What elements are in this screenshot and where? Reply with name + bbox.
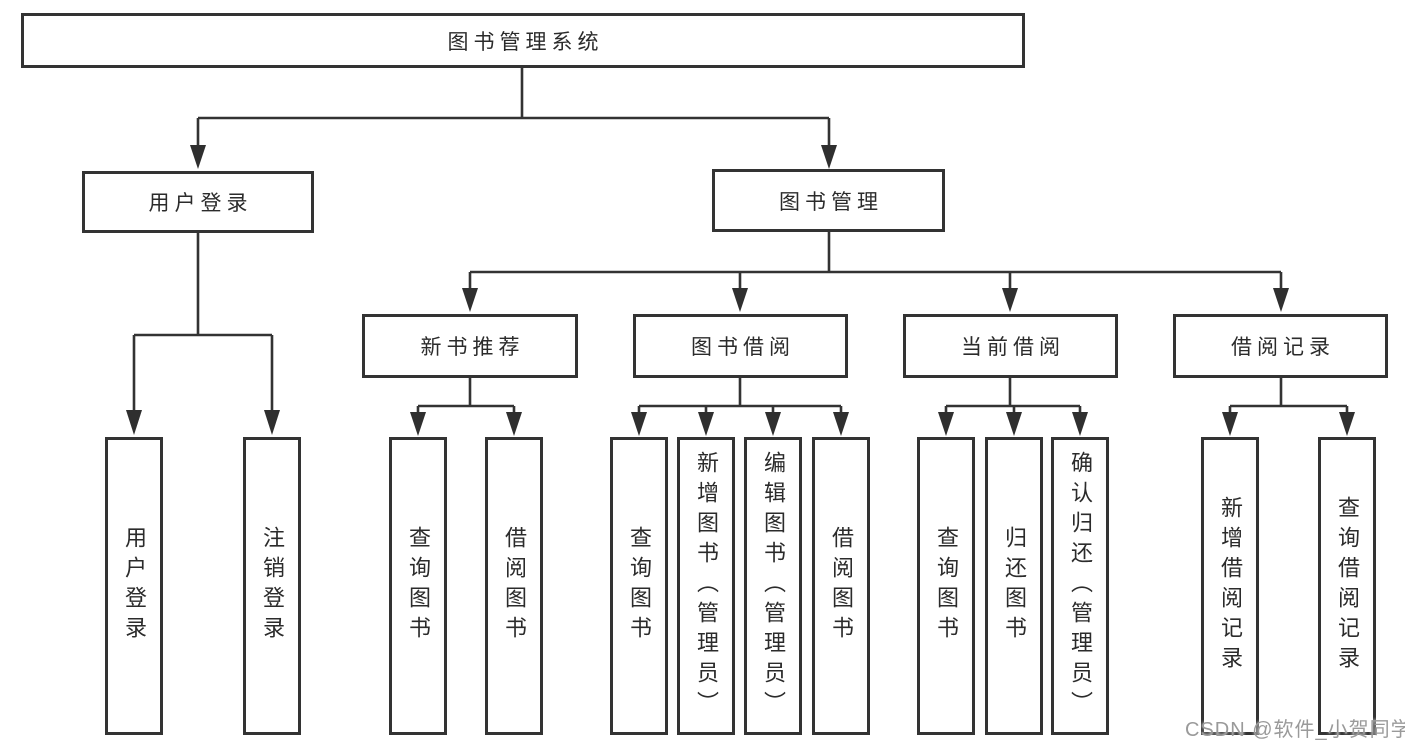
node-borrowing-records: 借阅记录	[1173, 314, 1388, 378]
csdn-watermark: CSDN @软件_小贺同学	[1185, 719, 1405, 741]
leaf-query-books-recommend: 查询图书	[389, 437, 447, 735]
node-new-book-recommend: 新书推荐	[362, 314, 578, 378]
node-current-borrowing: 当前借阅	[903, 314, 1118, 378]
leaf-query-books-borrow: 查询图书	[610, 437, 668, 735]
leaf-query-books-current: 查询图书	[917, 437, 975, 735]
leaf-add-books-admin: 新增图书（管理员）	[677, 437, 735, 735]
leaf-edit-books-admin: 编辑图书（管理员）	[744, 437, 802, 735]
node-library-management-system: 图书管理系统	[21, 13, 1025, 68]
leaf-user-login: 用户登录	[105, 437, 163, 735]
leaf-borrow-books-recommend: 借阅图书	[485, 437, 543, 735]
leaf-borrow-books: 借阅图书	[812, 437, 870, 735]
leaf-query-borrow-record: 查询借阅记录	[1318, 437, 1376, 735]
leaf-logout: 注销登录	[243, 437, 301, 735]
node-book-borrowing: 图书借阅	[633, 314, 848, 378]
node-book-management: 图书管理	[712, 169, 945, 232]
leaf-return-books: 归还图书	[985, 437, 1043, 735]
leaf-confirm-return-admin: 确认归还（管理员）	[1051, 437, 1109, 735]
node-user-login: 用户登录	[82, 171, 314, 233]
leaf-add-borrow-record: 新增借阅记录	[1201, 437, 1259, 735]
